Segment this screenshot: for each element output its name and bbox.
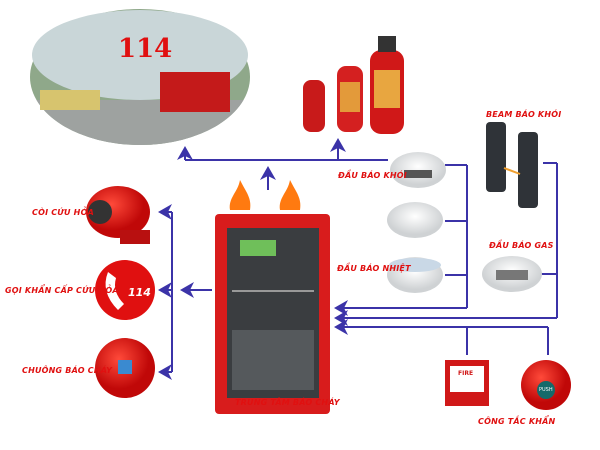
control-panel-image <box>215 214 330 414</box>
phone-number: 114 <box>128 286 151 299</box>
fire-extinguishers <box>303 36 404 134</box>
heat-detector-image <box>387 257 443 293</box>
fire-bell-image <box>95 338 155 398</box>
label-control-panel: TRUNG TÂM BÁO CHÁY <box>235 398 340 407</box>
label-beam-detector: BEAM BÁO KHÓI <box>486 110 562 119</box>
photo-114-label: 114 <box>118 34 173 64</box>
flame-icon <box>229 180 251 210</box>
smoke-detector-image <box>390 152 446 188</box>
label-smoke-detector: ĐẦU BÁO KHÓI <box>338 171 407 180</box>
push-button-image <box>521 360 571 410</box>
push-button-text: PUSH <box>539 387 553 393</box>
label-manual-switch: CÔNG TẮC KHẨN <box>478 417 556 426</box>
connection-lines <box>158 138 558 380</box>
label-bell: CHUÔNG BÁO CHÁY <box>22 366 113 375</box>
firefighters-photo <box>30 9 250 145</box>
emergency-call-icon: 114 <box>95 260 155 320</box>
label-siren: CÒI CỨU HỎA <box>32 208 94 217</box>
smoke-detector-2-image <box>387 202 443 238</box>
manual-call-point-image <box>445 360 489 406</box>
label-emergency-call: GỌI KHẨN CẤP CỨU HỎA <box>5 286 119 295</box>
label-gas-detector: ĐẦU BÁO GAS <box>489 241 554 250</box>
gas-detector-image <box>482 256 542 292</box>
beam-detector-image <box>486 122 538 208</box>
call-point-text: FIRE <box>458 370 474 377</box>
siren-image <box>86 186 150 244</box>
label-heat-detector: ĐẦU BÁO NHIỆT <box>337 264 411 273</box>
flame-icon <box>279 180 301 210</box>
